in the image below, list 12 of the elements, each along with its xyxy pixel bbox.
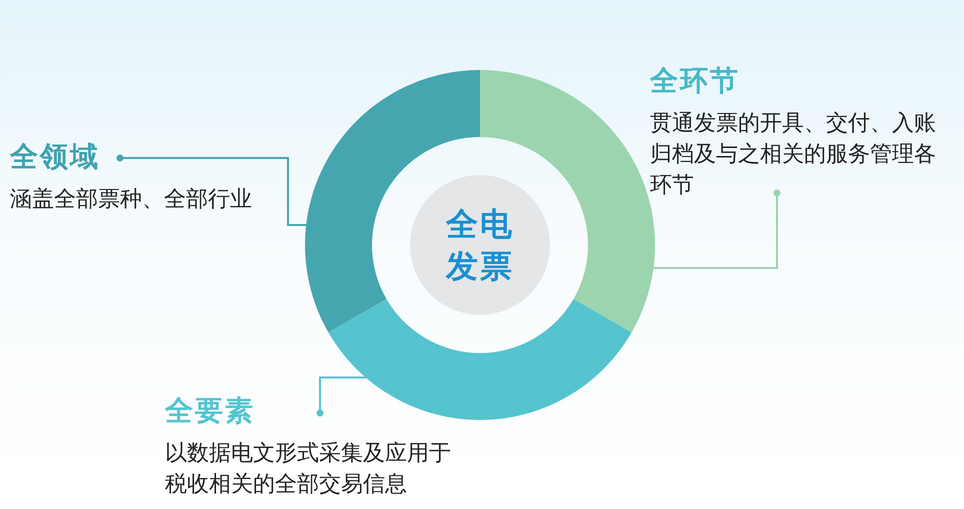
callout-text: 涵盖全部票种、全部行业 xyxy=(10,186,253,214)
leader-line xyxy=(652,190,780,270)
callout-text: 以数据电文形式采集及应用于税收相关的全部交易信息 xyxy=(165,440,452,499)
callout-heading: 全要素 xyxy=(165,393,256,429)
callout-heading: 全领域 xyxy=(10,139,101,175)
donut-segment xyxy=(305,70,480,332)
leader-line xyxy=(316,376,368,416)
callout-heading: 全环节 xyxy=(650,63,741,99)
donut-segment xyxy=(328,299,632,420)
center-title: 全电发票 xyxy=(444,204,515,287)
callout-text: 贯通发票的开具、交付、入账归档及与之相关的服务管理各环节 xyxy=(650,110,937,200)
leader-line xyxy=(116,154,308,226)
